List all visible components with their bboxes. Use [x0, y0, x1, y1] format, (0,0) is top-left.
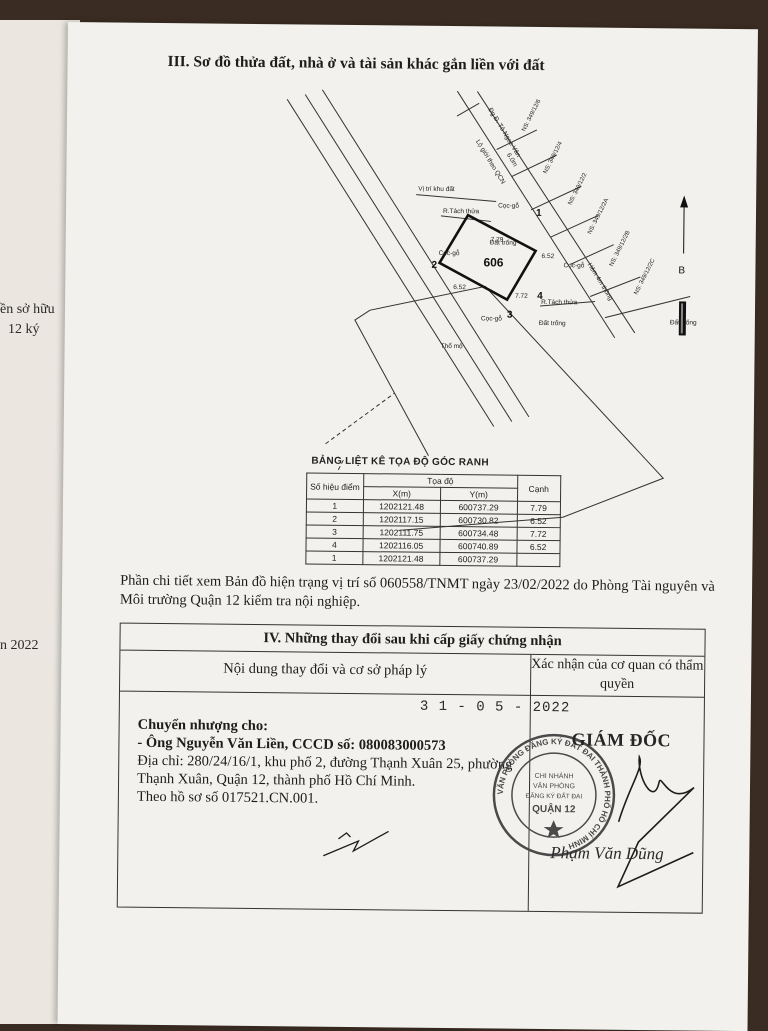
- seal-line: ĐĂNG KÝ ĐẤT ĐAI: [526, 790, 583, 801]
- empty-land-label: Đất trống: [539, 318, 566, 327]
- house-number-label: NS: 349/12/2B: [609, 230, 632, 268]
- coord-table: Số hiệu điểm Tọa độ Cạnh X(m) Y(m) 1 120…: [305, 473, 561, 568]
- initial-mark: [323, 830, 389, 857]
- table-row: 1 1202121.48 600737.29: [305, 551, 560, 567]
- house-number-label: NS: 349/12/2C: [634, 257, 657, 295]
- edge-label: 6.52: [542, 253, 555, 260]
- section-3-title: III. Sơ đồ thửa đất, nhà ở và tài sản kh…: [167, 53, 545, 74]
- coord-table-title: BẢNG LIỆT KÊ TỌA ĐỘ GÓC RANH: [311, 455, 489, 469]
- coord-header-x: X(m): [363, 486, 441, 501]
- left-page-fragment: n 2022: [0, 638, 39, 653]
- certificate-page: III. Sơ đồ thửa đất, nhà ở và tài sản kh…: [57, 22, 758, 1031]
- house-number-label: NS: 349/12/6: [521, 98, 542, 133]
- left-page-fragment: ền sở hữu: [0, 302, 55, 317]
- dossier-number: Theo hồ sơ số 017521.CN.001.: [136, 788, 319, 807]
- post-label: Cọc-gỗ: [498, 201, 519, 210]
- vertex-label: 3: [507, 310, 513, 321]
- seal-line: VĂN PHÒNG: [533, 781, 575, 790]
- edge-label: 7.79: [491, 236, 504, 243]
- post-label: Cọc-gỗ: [563, 260, 584, 269]
- north-arrow-icon: B: [678, 195, 689, 336]
- house-number-label: NS: 349/12/2A: [587, 198, 610, 236]
- section-4-box: IV. Những thay đổi sau khi cấp giấy chứn…: [116, 622, 706, 914]
- edge-label: 7.72: [515, 293, 528, 300]
- coord-header-y: Y(m): [440, 487, 518, 502]
- left-page-fragment: 12 ký: [8, 322, 40, 337]
- coord-header-edge: Cạnh: [517, 475, 561, 502]
- parcel-position-label: Vị trí khu đất: [418, 184, 455, 193]
- transferee-address: Địa chỉ: 280/24/16/1, khu phố 2, đường T…: [136, 752, 513, 790]
- coord-header-point: Số hiệu điểm: [306, 473, 364, 500]
- date-stamp: 3 1 - 0 5 - 2022: [419, 698, 571, 717]
- vertex-label: 1: [536, 208, 542, 219]
- cemetery-label: Thổ mộ: [441, 342, 464, 350]
- official-seal: VĂN PHÒNG ĐĂNG KÝ ĐẤT ĐAI THÀNH PHỐ HỒ C…: [492, 733, 616, 857]
- parcel-606-outline: [437, 213, 538, 302]
- vertex-label: 4: [537, 291, 543, 302]
- section-4-title: IV. Những thay đổi sau khi cấp giấy chứn…: [120, 623, 705, 657]
- house-number-label: NS: 349/12/2: [568, 172, 589, 207]
- map-reference-note: Phần chi tiết xem Bản đồ hiện trạng vị t…: [119, 572, 715, 611]
- signer-name: Phạm Văn Dũng: [550, 843, 664, 864]
- split-label: R.Tách thửa: [541, 298, 578, 306]
- transfer-details: Chuyển nhượng cho: - Ông Nguyễn Văn Liền…: [137, 716, 518, 810]
- director-signature: [616, 754, 695, 889]
- edge-label: 6.52: [453, 284, 466, 291]
- road-label: Đg Đ. Tô Ngọc Vân: [486, 107, 521, 159]
- parcel-number: 606: [483, 255, 503, 269]
- north-label: B: [678, 265, 685, 276]
- parcel-diagram: 606 1 2 3 4 7.79 6.52 7.72 6.52 Vị trí k…: [286, 89, 697, 531]
- road-boundary-label: Lộ giới theo QCN: [474, 139, 506, 186]
- house-number-label: NS: 349/12/4: [543, 140, 564, 175]
- post-label: Cọc-gỗ: [481, 313, 502, 322]
- changes-column-header: Nội dung thay đổi và cơ sở pháp lý: [223, 660, 428, 679]
- empty-land-label: Đất trống: [490, 237, 517, 246]
- seal-line: CHI NHÁNH: [535, 771, 574, 780]
- split-label: R.Tách thửa: [443, 207, 480, 215]
- seal-line: QUẬN 12: [532, 802, 576, 815]
- authority-column-header: Xác nhận của cơ quan có thẩm quyền: [531, 656, 704, 692]
- vertex-label: 2: [431, 260, 437, 271]
- post-label: Cọc-gỗ: [439, 248, 460, 257]
